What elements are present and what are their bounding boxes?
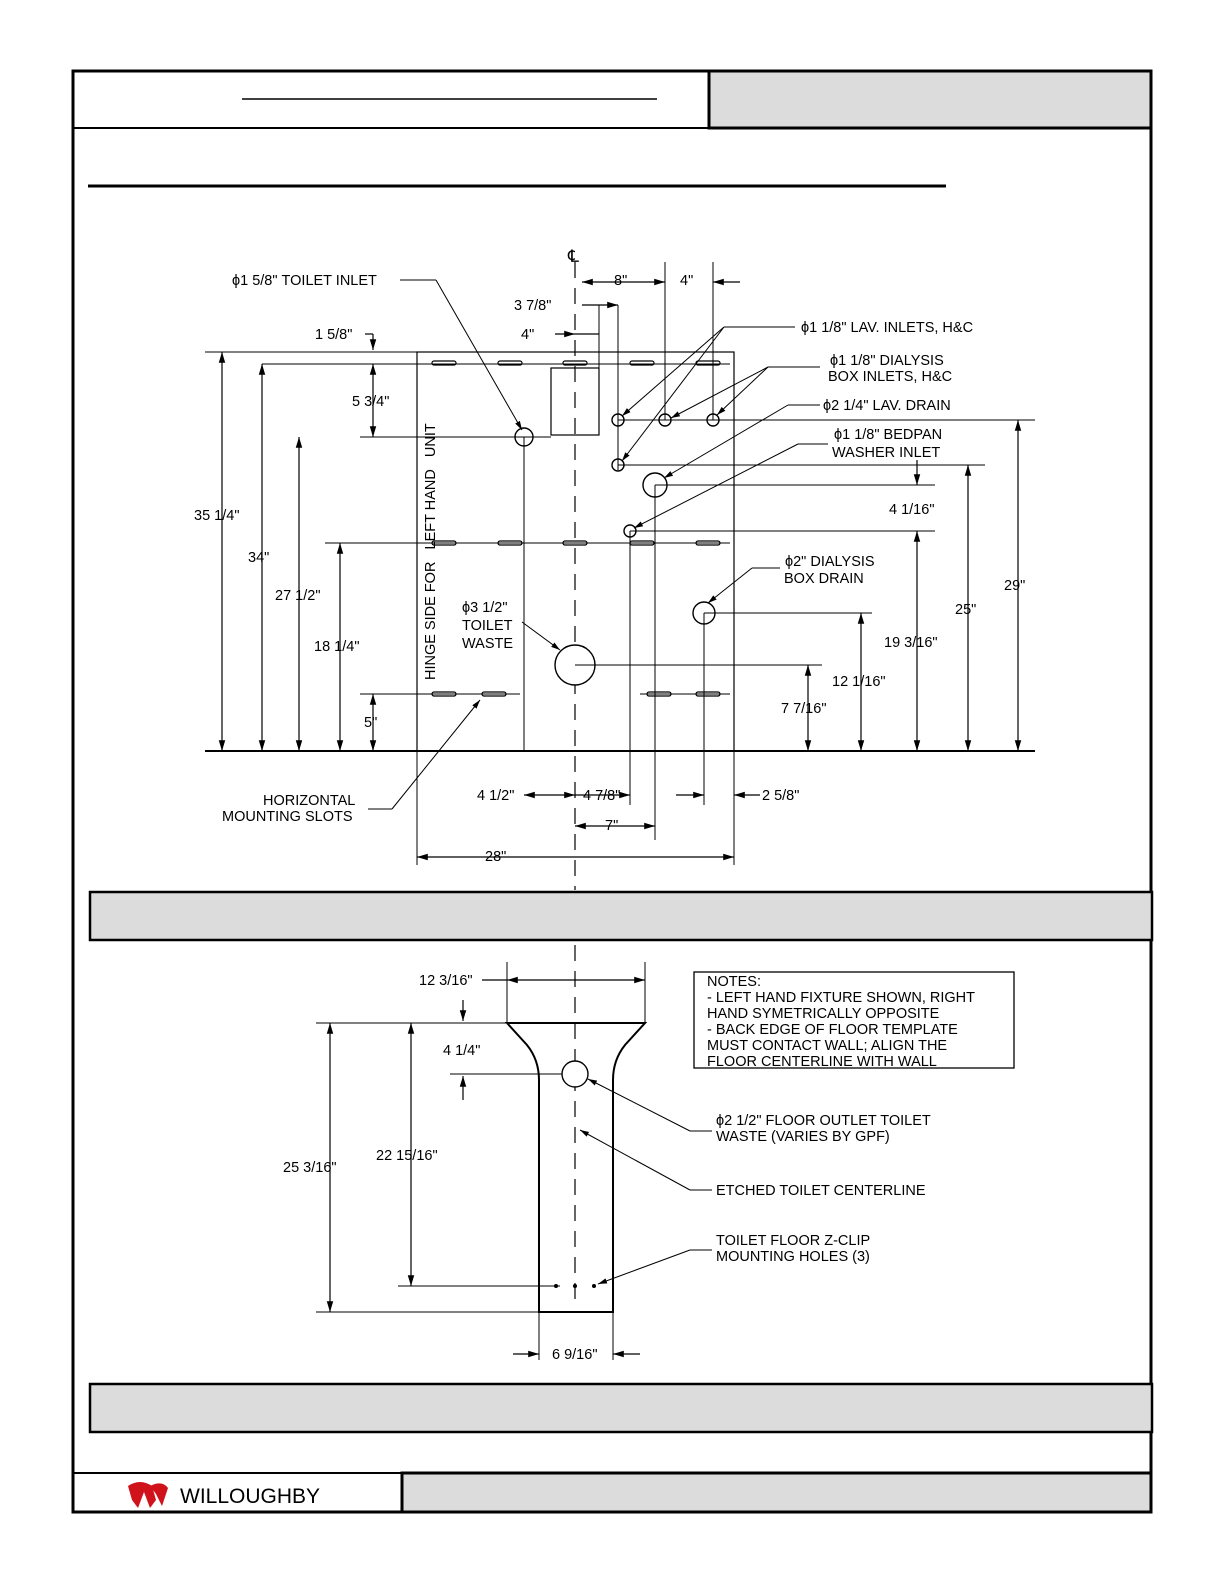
callout-zclip-1: TOILET FLOOR Z-CLIP (716, 1233, 870, 1249)
dim-2-5-8: 2 5/8" (762, 788, 799, 804)
callout-toilet-waste-1: ϕ3 1/2" (462, 600, 508, 616)
callout-lav-drain: ϕ2 1/4" LAV. DRAIN (823, 398, 951, 414)
callout-zclip-2: MOUNTING HOLES (3) (716, 1249, 870, 1265)
z-clip-hole (573, 1284, 577, 1288)
callout-dialysis-inlets-2: BOX INLETS, H&C (828, 369, 952, 385)
logo-mark-icon (128, 1482, 156, 1508)
callout-floor-outlet-2: WASTE (VARIES BY GPF) (716, 1129, 890, 1145)
dim-6-9-16: 6 9/16" (552, 1347, 597, 1363)
dim-4-1-4: 4 1/4" (443, 1043, 480, 1059)
callout-toilet-waste-2: TOILET (462, 618, 513, 634)
dim-22-15-16: 22 15/16" (376, 1148, 438, 1164)
callout-slots-2: MOUNTING SLOTS (222, 809, 353, 825)
callout-bedpan-1: ϕ1 1/8" BEDPAN (834, 427, 942, 443)
dim-8: 8" (614, 273, 627, 289)
dim-12-3-16: 12 3/16" (419, 973, 473, 989)
notes-box (693, 971, 1015, 1069)
callout-etched: ETCHED TOILET CENTERLINE (716, 1183, 926, 1199)
centerline-symbol: ℄ (567, 247, 579, 266)
dim-29: 29" (1004, 578, 1025, 594)
callout-toilet-inlet: ϕ1 5/8" TOILET INLET (232, 273, 377, 289)
dim-7: 7" (605, 818, 618, 834)
dim-28: 28" (485, 849, 506, 865)
dim-25: 25" (955, 602, 976, 618)
dim-4-1-2: 4 1/2" (477, 788, 514, 804)
z-clip-hole (592, 1284, 596, 1288)
dim-18-1-4: 18 1/4" (314, 639, 359, 655)
caption-band-floor (88, 1382, 1154, 1434)
footer-box (400, 1471, 1153, 1514)
callout-lav-inlets: ϕ1 1/8" LAV. INLETS, H&C (801, 320, 973, 336)
callout-floor-outlet-1: ϕ2 1/2" FLOOR OUTLET TOILET (716, 1113, 931, 1129)
note-line: HAND SYMETRICALLY OPPOSITE (707, 1006, 940, 1022)
dim-25-3-16: 25 3/16" (283, 1160, 337, 1176)
dim-5-3-4: 5 3/4" (352, 394, 389, 410)
note-line: MUST CONTACT WALL; ALIGN THE (707, 1038, 947, 1054)
note-line: NOTES: (707, 974, 761, 990)
callout-toilet-waste-3: WASTE (462, 636, 513, 652)
caption-band-wall (88, 890, 1154, 942)
wall-template: ℄ (194, 247, 1035, 890)
dim-5: 5" (364, 715, 377, 731)
dim-19-3-16: 19 3/16" (884, 635, 938, 651)
brand-name: WILLOUGHBY (180, 1485, 320, 1508)
floor-outlet-hole (561, 1060, 589, 1088)
z-clip-hole (554, 1284, 558, 1288)
callout-dialysis-drain-2: BOX DRAIN (784, 571, 864, 587)
dim-7-7-16: 7 7/16" (781, 701, 826, 717)
hinge-side-label: HINGE SIDE FOR LEFT HAND UNIT (423, 423, 439, 680)
callout-dialysis-inlets-1: ϕ1 1/8" DIALYSIS (830, 353, 944, 369)
dim-4-1-16: 4 1/16" (889, 502, 934, 518)
dim-34: 34" (248, 550, 269, 566)
title-box-right (707, 69, 1153, 130)
dim-1-5-8: 1 5/8" (315, 327, 352, 343)
dim-4-mid: 4" (521, 327, 534, 343)
floor-template: 12 3/16" 4 1/4" 25 3/16" 22 15/16" 6 9/1… (283, 945, 1015, 1363)
dim-12-1-16: 12 1/16" (832, 674, 886, 690)
callout-slots-1: HORIZONTAL (263, 793, 355, 809)
toilet-inlet-box (550, 367, 600, 436)
dim-35-1-4: 35 1/4" (194, 508, 239, 524)
note-line: - BACK EDGE OF FLOOR TEMPLATE (707, 1022, 958, 1038)
callout-dialysis-drain-1: ϕ2" DIALYSIS (785, 554, 875, 570)
note-line: FLOOR CENTERLINE WITH WALL (707, 1054, 937, 1070)
dim-4-7-8: 4 7/8" (583, 788, 620, 804)
note-line: - LEFT HAND FIXTURE SHOWN, RIGHT (707, 990, 975, 1006)
dim-4-top: 4" (680, 273, 693, 289)
willoughby-logo: WILLOUGHBY (128, 1482, 320, 1508)
dim-27-1-2: 27 1/2" (275, 588, 320, 604)
callout-bedpan-2: WASHER INLET (832, 445, 940, 461)
dim-3-7-8: 3 7/8" (514, 298, 551, 314)
